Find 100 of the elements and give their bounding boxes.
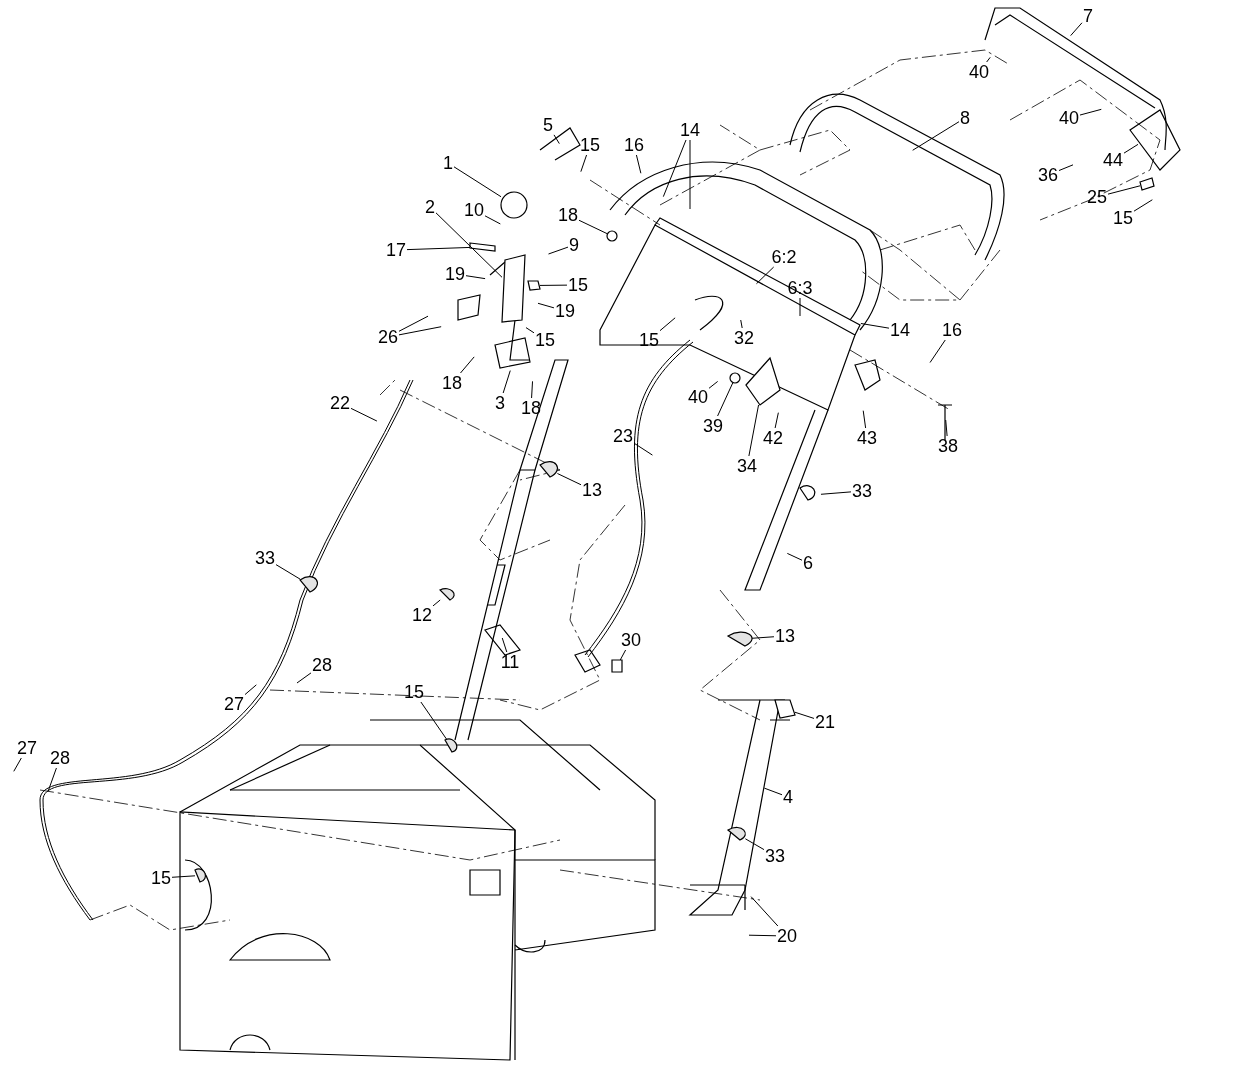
ball-knob	[500, 191, 528, 219]
leader-line	[537, 302, 555, 309]
callout-number: 44	[1102, 150, 1124, 170]
callout-number: 43	[856, 428, 878, 448]
spacer	[729, 372, 741, 384]
callout-number: 34	[736, 456, 758, 476]
leader-line	[633, 442, 653, 456]
leader-line	[275, 564, 301, 580]
callout-number: 38	[937, 436, 959, 456]
callout-number: 27	[16, 738, 38, 758]
callout-number: 7	[1082, 6, 1094, 26]
callout-number: 22	[329, 393, 351, 413]
callout-number: 15	[579, 135, 601, 155]
leader-line	[1079, 108, 1102, 116]
leader-line	[755, 266, 775, 285]
callout-number: 28	[49, 748, 71, 768]
bolt	[469, 242, 496, 252]
callout-number: 3	[494, 393, 506, 413]
callout-number: 23	[612, 426, 634, 446]
callout-number: 19	[444, 264, 466, 284]
leader-line	[548, 246, 569, 255]
callout-number: 6	[802, 553, 814, 573]
callout-number: 40	[968, 62, 990, 82]
leader-line	[912, 121, 960, 151]
callout-number: 15	[1112, 208, 1134, 228]
leader-line	[580, 154, 588, 173]
bolt	[1139, 177, 1155, 191]
callout-number: 16	[623, 135, 645, 155]
leader-line	[398, 315, 429, 332]
callout-number: 11	[499, 652, 521, 672]
cable-clamp	[727, 826, 746, 841]
callout-number: 15	[567, 275, 589, 295]
callout-number: 27	[223, 694, 245, 714]
leader-line	[350, 407, 378, 422]
leader-line	[435, 212, 503, 278]
leader-line	[420, 701, 447, 740]
callout-number: 28	[311, 655, 333, 675]
leader-line	[708, 380, 719, 389]
leader-line	[244, 684, 257, 696]
leader-line	[774, 412, 779, 429]
callout-number: 33	[254, 548, 276, 568]
lever	[745, 356, 781, 406]
callout-number: 12	[411, 605, 433, 625]
callout-number: 40	[687, 387, 709, 407]
leader-line	[689, 139, 691, 210]
leader-line	[786, 552, 803, 561]
callout-number: 20	[776, 926, 798, 946]
callout-number: 33	[851, 481, 873, 501]
leader-line	[296, 672, 312, 684]
callout-number: 36	[1037, 165, 1059, 185]
leader-line	[820, 491, 852, 495]
callout-number: 18	[557, 205, 579, 225]
leader-line	[453, 166, 502, 198]
callout-number: 26	[377, 327, 399, 347]
leader-line	[717, 382, 734, 417]
cable-clamp	[727, 631, 753, 647]
callout-number: 30	[620, 630, 642, 650]
leader-line	[460, 356, 475, 374]
callout-number: 42	[762, 428, 784, 448]
cable-clamp	[539, 461, 558, 478]
leader-line	[398, 326, 442, 336]
callout-number: 19	[554, 301, 576, 321]
callout-number: 32	[733, 328, 755, 348]
leader-line	[1133, 199, 1153, 212]
leader-line	[531, 380, 533, 399]
callout-number: 18	[441, 373, 463, 393]
callout-number: 25	[1086, 187, 1108, 207]
nut	[444, 738, 458, 753]
leader-line	[539, 284, 568, 286]
leader-line	[751, 636, 775, 639]
leader-line	[556, 473, 582, 486]
leader-line	[945, 419, 948, 437]
leader-line	[860, 323, 890, 329]
leader-line	[740, 319, 743, 329]
callout-number: 10	[463, 200, 485, 220]
callout-number: 14	[889, 320, 911, 340]
leader-line	[619, 649, 627, 661]
callout-number: 15	[403, 682, 425, 702]
leader-line	[1070, 22, 1083, 37]
leader-line	[1107, 185, 1141, 195]
callout-number: 13	[774, 626, 796, 646]
cable-clamp	[299, 576, 318, 593]
leader-line	[748, 404, 760, 457]
callout-number: 17	[385, 240, 407, 260]
spring	[774, 699, 796, 719]
callout-number: 14	[679, 120, 701, 140]
leader-line	[47, 767, 57, 792]
callout-number: 15	[638, 330, 660, 350]
leader-line	[501, 637, 508, 653]
leader-line	[986, 56, 991, 63]
leader-line	[1058, 164, 1074, 172]
leader-line	[750, 896, 779, 927]
leader-line	[744, 838, 765, 851]
callout-number: 16	[941, 320, 963, 340]
nut	[527, 280, 541, 291]
leader-line	[659, 317, 676, 332]
callout-number: 6:3	[786, 278, 814, 298]
leader-line	[465, 275, 486, 280]
leader-line	[502, 370, 511, 394]
callout-number: 21	[814, 712, 836, 732]
